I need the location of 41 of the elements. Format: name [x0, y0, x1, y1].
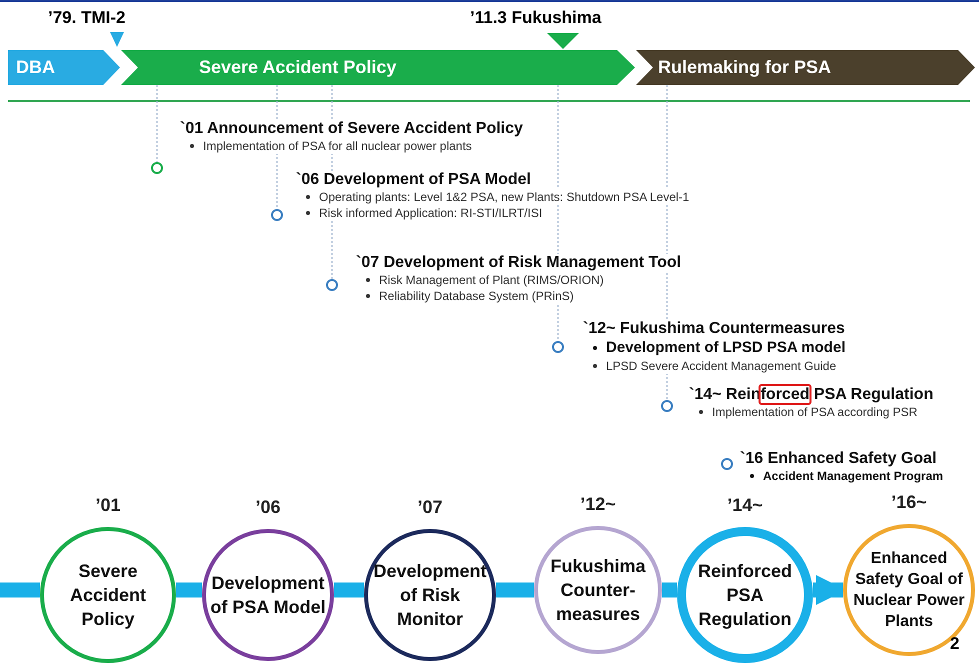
bullet-item: Risk Management of Plant (RIMS/ORION) — [379, 272, 604, 288]
year-label: ’16~ — [890, 492, 928, 513]
entry-heading: `01 Announcement of Severe Accident Policy — [180, 120, 523, 138]
entry-heading: `07 Development of Risk Management Tool — [356, 254, 682, 272]
timeline-marker — [271, 209, 283, 221]
entry-heading: `12~ Fukushima Countermeasures — [583, 320, 845, 338]
bullet-item: Implementation of PSA according PSR — [712, 404, 918, 420]
milestone-title: Enhanced Safety Goal of Nuclear Power Plants — [852, 549, 966, 632]
bullet-item: Implementation of PSA for all nuclear power plants — [203, 138, 472, 154]
bullet-item: Accident Management Program — [763, 468, 944, 484]
timeline-marker — [326, 279, 338, 291]
bullet-item: Development of LPSD PSA model — [606, 338, 846, 358]
timeline-marker — [661, 400, 673, 412]
year-label: ’07 — [416, 497, 444, 518]
entry-heading: `06 Development of PSA Model — [296, 171, 531, 189]
bullet-item: Reliability Database System (PRinS) — [379, 288, 574, 304]
bullet-item: LPSD Severe Accident Management Guide — [606, 358, 836, 374]
leader-line — [156, 85, 158, 162]
band-label: Rulemaking for PSA — [658, 57, 832, 78]
event-label: ’11.3 Fukushima — [470, 8, 602, 28]
timeline-arrow — [813, 575, 846, 605]
band-label: DBA — [16, 57, 55, 78]
milestone-title: Fukushima Counter-measures — [549, 555, 647, 626]
event-label: ’79. TMI-2 — [48, 8, 126, 28]
bullet-item: Risk informed Application: RI-STI/ILRT/ISI — [319, 205, 542, 221]
milestone-title: Severe Accident Policy — [68, 560, 148, 631]
milestone-title: Reinforced PSA Regulation — [696, 560, 794, 631]
year-label: ’06 — [254, 497, 282, 518]
band-label: Severe Accident Policy — [199, 57, 396, 78]
milestone-title: Development of PSA Model — [209, 572, 327, 619]
entry-heading: `16 Enhanced Safety Goal — [740, 450, 937, 468]
year-label: ’01 — [94, 495, 122, 516]
page-number: 2 — [950, 634, 960, 654]
milestone-title: Development of Risk Monitor — [372, 560, 488, 631]
timeline-marker — [721, 458, 733, 470]
year-label: ’14~ — [726, 495, 764, 516]
timeline-marker — [151, 162, 163, 174]
timeline-band — [8, 50, 120, 85]
year-label: ’12~ — [579, 494, 617, 515]
bullet-item: Operating plants: Level 1&2 PSA, new Plants: Shutdown PSA Level-1 — [319, 189, 690, 205]
timeline-marker — [552, 341, 564, 353]
